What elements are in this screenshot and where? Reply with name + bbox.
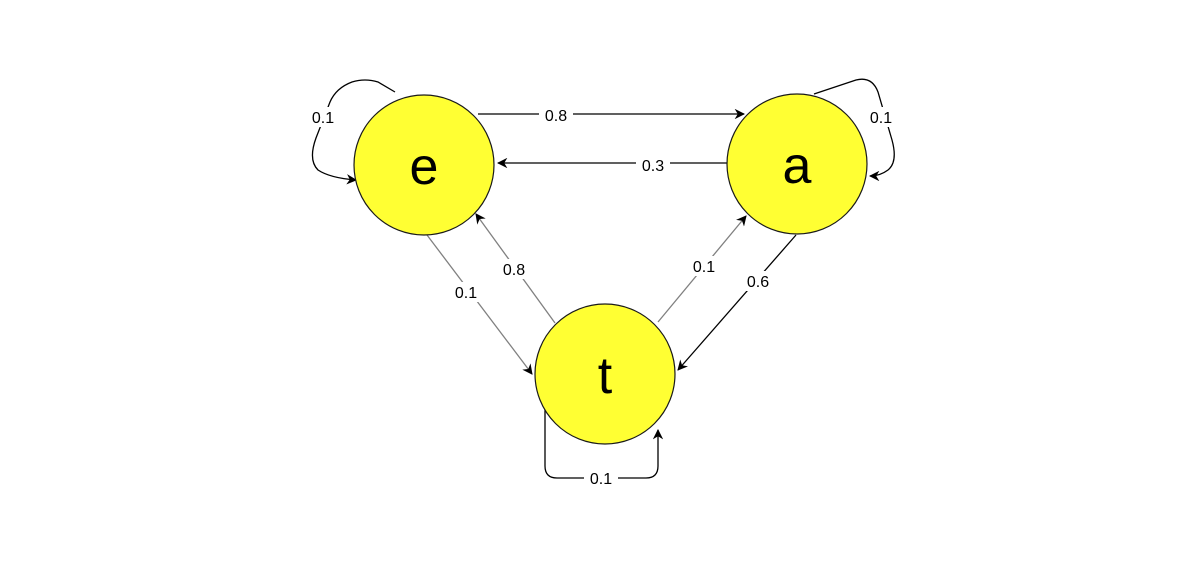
edge-label-bg	[864, 107, 898, 127]
edge-a-to-t	[677, 234, 797, 371]
edge-label-bg	[636, 155, 670, 175]
node-t-label: t	[598, 347, 613, 405]
edge-label-bg	[539, 105, 573, 125]
edge-label-a-to-a: 0.1	[870, 110, 892, 127]
edge-label-a-to-e: 0.3	[642, 158, 664, 175]
edge-label-t-to-t: 0.1	[590, 471, 612, 488]
node-e-label: e	[410, 138, 439, 196]
edge-label-bg	[584, 468, 618, 488]
edge-label-bg	[449, 282, 483, 302]
node-e-circle	[353, 94, 495, 236]
edge-e-to-t	[426, 234, 533, 375]
edge-label-t-to-e: 0.8	[503, 262, 525, 279]
edge-e-to-e	[311, 79, 396, 185]
edge-label-bg	[306, 107, 340, 127]
edge-a-to-a	[813, 78, 895, 182]
edge-label-bg	[687, 256, 721, 276]
edge-label-e-to-e: 0.1	[312, 110, 334, 127]
node-t: t	[534, 303, 676, 445]
node-e: e	[353, 94, 495, 236]
edge-label-t-to-a: 0.1	[693, 259, 715, 276]
node-a: a	[726, 93, 868, 235]
edge-label-e-to-t: 0.1	[455, 285, 477, 302]
edge-label-bg	[741, 271, 775, 291]
edge-label-e-to-a: 0.8	[545, 108, 567, 125]
edge-label-a-to-t: 0.6	[747, 274, 769, 291]
node-t-circle	[534, 303, 676, 445]
node-a-label: a	[783, 137, 812, 195]
node-a-circle	[726, 93, 868, 235]
edge-label-bg	[497, 259, 531, 279]
